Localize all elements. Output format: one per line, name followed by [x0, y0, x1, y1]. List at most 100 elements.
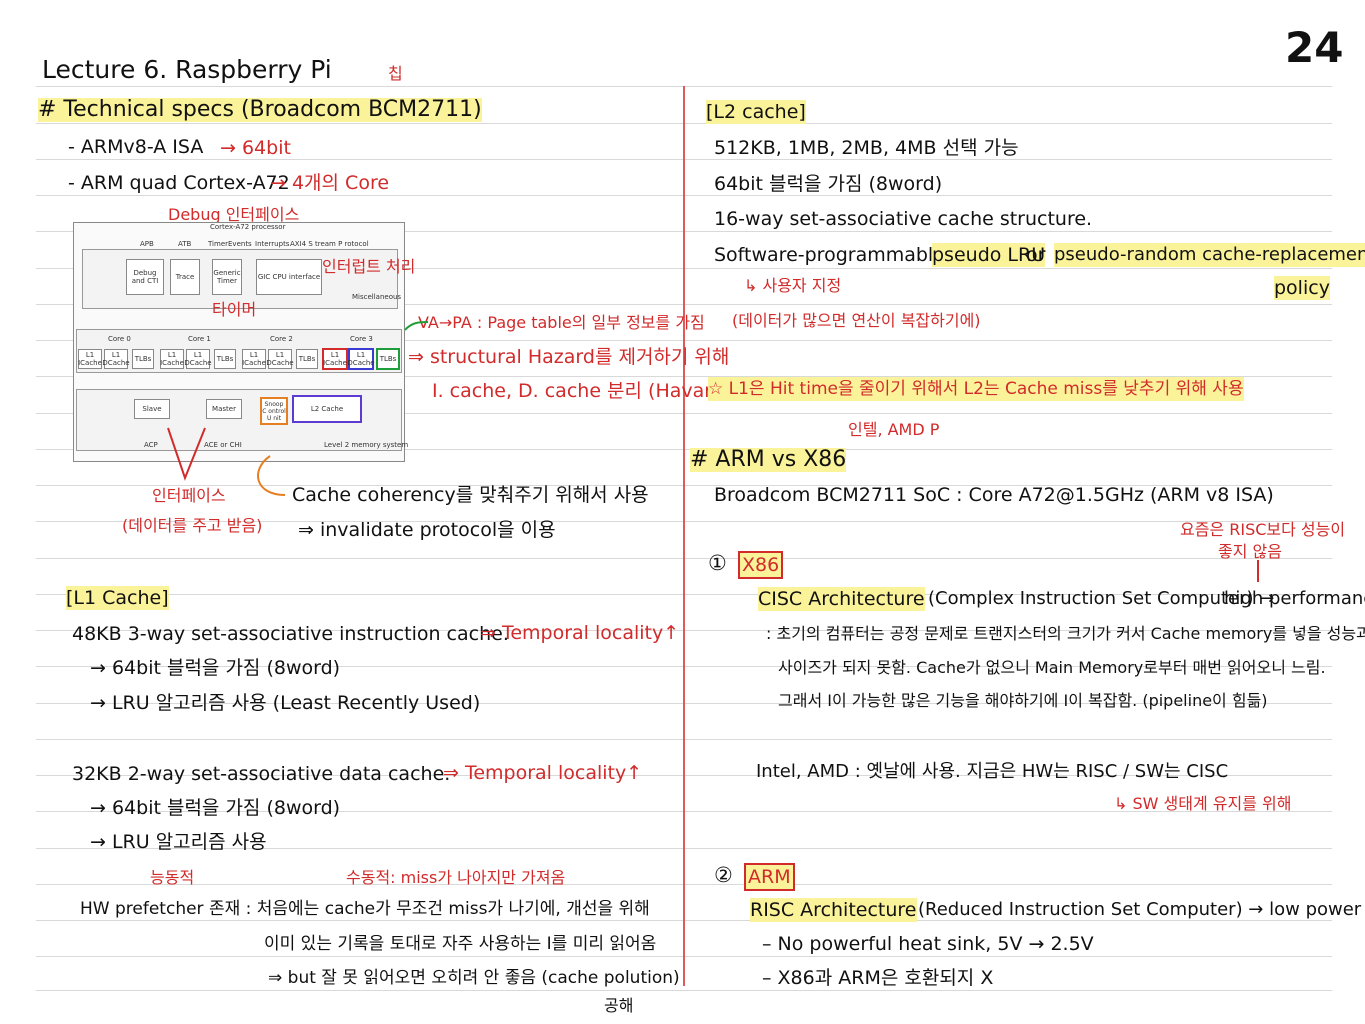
core0-label: Core 0: [108, 335, 131, 343]
l2-line-4d: pseudo-random cache-replacement: [1054, 243, 1365, 267]
coherency-line-1: Cache coherency를 맞춰주기 위해서 사용: [292, 484, 649, 506]
misc-label: Miscellaneous: [352, 293, 402, 301]
core1-l1d: L1 DCache: [184, 349, 212, 369]
l2-cache-box: L2 Cache: [292, 395, 362, 423]
snoop-control-unit-box: Snoop C ontrol U nit: [260, 397, 288, 425]
l1-d-line-1: 32KB 2-way set-associative data cache.: [72, 763, 451, 785]
sw-eco-note: ↳ SW 생태계 유지를 위해: [1114, 794, 1292, 813]
core0-l1i: L1 ICache: [78, 349, 102, 369]
l1-d-note: ⇒ Temporal locality↑: [443, 762, 643, 784]
page-title: Lecture 6. Raspberry Pi: [42, 55, 332, 84]
generic-timer-box: Generic Timer: [212, 259, 242, 295]
interface-sub: (데이터를 주고 받음): [122, 516, 263, 535]
core1-tlbs: TLBs: [214, 349, 236, 369]
arm-heading: # ARM vs X86: [690, 447, 847, 472]
risc-line-1: – No powerful heat sink, 5V → 2.5V: [762, 933, 1094, 955]
l2-reason-note: (데이터가 많으면 연산이 복잡하기에): [732, 311, 981, 330]
master-box: Master: [206, 399, 242, 419]
core3-tlbs: TLBs: [376, 348, 400, 370]
cisc-arch: CISC Architecture: [758, 587, 925, 611]
hw-line-1: HW prefetcher 존재 : 처음에는 cache가 무조건 miss가…: [80, 899, 650, 919]
arm-number: ②: [714, 863, 733, 887]
diagram-title: Cortex-A72 processor: [210, 223, 286, 231]
core2-l1i: L1 ICache: [242, 349, 266, 369]
specs-heading: # Technical specs (Broadcom BCM2711): [38, 97, 482, 122]
acp-label: ACP: [144, 441, 158, 449]
core1-l1i: L1 ICache: [160, 349, 184, 369]
l2-memory-label: Level 2 memory system: [324, 441, 409, 449]
coherency-line-2: ⇒ invalidate protocol을 이용: [298, 519, 556, 541]
title-note: 칩: [388, 64, 403, 83]
x86-label: X86: [738, 551, 784, 579]
l2-line-3: 16-way set-associative cache structure.: [714, 208, 1093, 230]
l1-i-line-3: → LRU 알고리즘 사용 (Least Recently Used): [90, 692, 481, 714]
risc-desc: (Reduced Instruction Set Computer) → low…: [918, 899, 1362, 920]
interface-note: 인터페이스: [152, 486, 226, 505]
atb-label: ATB: [178, 240, 192, 248]
debug-note: Debug 인터페이스: [168, 205, 300, 224]
broadcom-line: Broadcom BCM2711 SoC : Core A72@1.5GHz (…: [714, 484, 1274, 506]
cisc-line-2: 사이즈가 되지 못함. Cache가 없으니 Main Memory로부터 매번…: [778, 658, 1326, 677]
structural-line-1: ⇒ structural Hazard를 제거하기 위해: [408, 346, 730, 368]
hw-active-note: 능동적: [150, 868, 195, 887]
l2-line-4c: or: [1026, 244, 1046, 266]
arm-label: ARM: [744, 863, 795, 891]
axi-label: AXI4 S tream P rotocol: [290, 240, 369, 248]
cisc-perf: high performance: [1224, 588, 1365, 609]
intel-used-line: Intel, AMD : 옛날에 사용. 지금은 HW는 RISC / SW는 …: [756, 761, 1229, 782]
interrupts-label: Interrupts: [255, 240, 290, 248]
core3-label: Core 3: [350, 335, 373, 343]
l2-heading: [L2 cache]: [706, 100, 806, 124]
hw-line-3: ⇒ but 잘 못 읽어오면 오히려 안 좋음 (cache polution): [268, 968, 680, 988]
l1-i-line-2: → 64bit 블럭을 가짐 (8word): [90, 657, 341, 679]
l1-heading: [L1 Cache]: [66, 586, 169, 610]
l2-user-note: ↳ 사용자 지정: [744, 276, 842, 295]
debug-box: Debug and CTI: [126, 259, 164, 295]
apb-label: APB: [140, 240, 154, 248]
hw-line-2: 이미 있는 기록을 토대로 자주 사용하는 I를 미리 읽어옴: [264, 934, 657, 954]
cortex-a72-diagram: Cortex-A72 processor APB ATB TimerEvents…: [73, 222, 409, 462]
margin-line: [683, 86, 685, 986]
core2-tlbs: TLBs: [296, 349, 318, 369]
l2-star-note: ☆ L1은 Hit time을 줄이기 위해서 L2는 Cache miss를 …: [708, 377, 1244, 401]
ruled-line: [36, 990, 1332, 991]
x86-number: ①: [708, 551, 727, 575]
risc-note-2: 좋지 않음: [1218, 542, 1282, 561]
vapa-note: VA→PA : Page table의 일부 정보를 가짐: [418, 313, 705, 332]
cisc-line-1: : 초기의 컴퓨터는 공정 문제로 트랜지스터의 크기가 커서 Cache me…: [766, 624, 1365, 643]
core2-l1d: L1 DCache: [266, 349, 294, 369]
isa-note: → 64bit: [220, 137, 291, 159]
l2-line-4a: Software-programmable: [714, 244, 945, 266]
trace-box: Trace: [170, 259, 200, 295]
core0-l1d: L1 DCache: [102, 349, 130, 369]
cisc-line-3: 그래서 I이 가능한 많은 기능을 해야하기에 I이 복잡함. (pipelin…: [778, 691, 1268, 710]
risc-arch: RISC Architecture: [750, 898, 917, 922]
l2-line-4e: policy: [1274, 276, 1330, 300]
cisc-desc: (Complex Instruction Set Computer) →: [928, 588, 1275, 609]
risc-line-2: – X86과 ARM은 호환되지 X: [762, 967, 994, 989]
core2-label: Core 2: [270, 335, 293, 343]
risc-note-1: 요즘은 RISC보다 성능이: [1180, 520, 1346, 539]
core1-label: Core 1: [188, 335, 211, 343]
l2-line-2: 64bit 블럭을 가짐 (8word): [714, 173, 943, 195]
slave-box: Slave: [134, 399, 170, 419]
interrupt-note: 인터럽트 처리: [322, 257, 416, 276]
isa-line: - ARMv8-A ISA: [68, 136, 204, 158]
l2-line-4b: pseudo LRU: [932, 243, 1046, 267]
l1-d-line-2: → 64bit 블럭을 가짐 (8word): [90, 797, 341, 819]
timer-note: 타이머: [212, 300, 257, 319]
ace-label: ACE or CHI: [204, 441, 242, 449]
l1-i-line-1: 48KB 3-way set-associative instruction c…: [72, 623, 509, 645]
hw-line-4: 공해: [604, 996, 634, 1015]
core3-l1i: L1 ICache: [322, 348, 348, 370]
cortex-line: - ARM quad Cortex-A72: [68, 172, 290, 194]
hw-passive-note: 수동적: miss가 나아지만 가져옴: [346, 868, 566, 887]
l1-i-note: ⇒ Temporal locality↑: [480, 622, 680, 644]
timer-events-label: TimerEvents: [208, 240, 252, 248]
cortex-note: → 4개의 Core: [270, 172, 390, 194]
core3-l1d: L1 DCache: [347, 348, 375, 370]
structural-line-2: I. cache, D. cache 분리 (Havard): [432, 380, 732, 402]
core0-tlbs: TLBs: [132, 349, 154, 369]
